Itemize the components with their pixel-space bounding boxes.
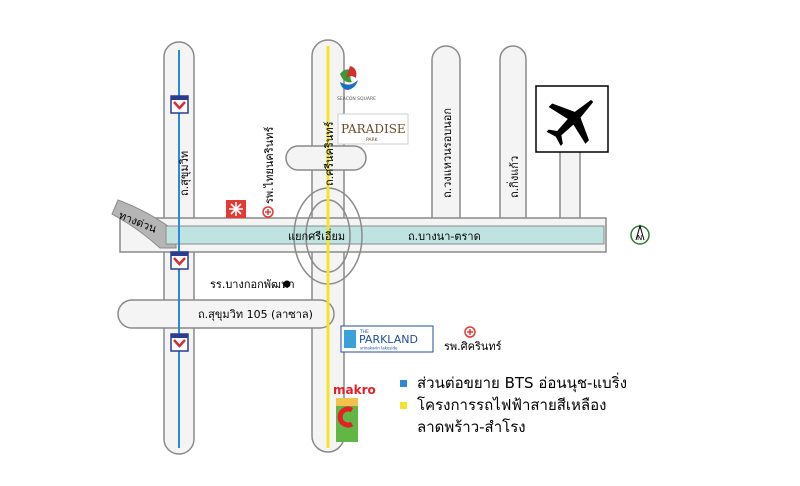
legend-label-bts: ส่วนต่อขยาย BTS อ่อนนุช-แบริ่ง [417, 374, 628, 392]
parkland-logo: THE PARKLAND srinakarin lakeside [340, 325, 434, 353]
airplane-icon [535, 85, 609, 153]
bts-station-icon [170, 251, 189, 270]
label-thai-nakarin-hospital: รพ.ไทยนครินทร์ [263, 127, 276, 204]
school-marker [283, 280, 291, 288]
makro-logo: makro [333, 383, 376, 442]
paradise-park-logo: PARADISE PARK [337, 113, 409, 145]
parkland-label: PARKLAND [359, 333, 418, 346]
north-compass-icon: N [630, 224, 650, 245]
label-sikarin-hospital: รพ.ศิครินทร์ [444, 340, 502, 353]
seacon-square-logo: SEACON SQUARE [337, 66, 376, 102]
label-bangna-trad: ถ.บางนา-ตราด [408, 230, 481, 243]
bts-station-icon [170, 333, 189, 352]
legend-item-bts: ส่วนต่อขยาย BTS อ่อนนุช-แบริ่ง [400, 372, 627, 394]
legend: ส่วนต่อขยาย BTS อ่อนนุช-แบริ่ง โครงการรถ… [400, 372, 627, 438]
label-king-kaew: ถ.กิ่งแก้ว [506, 156, 521, 198]
label-sukhumvit-105: ถ.สุขุมวิท 105 (ลาซาล) [198, 308, 313, 321]
legend-label-yellow-line: โครงการรถไฟฟ้าสายสีเหลือง ลาดพร้าว-สำโรง [417, 396, 607, 436]
label-bangna-wongwaen: ถ.วงแหวนรอบนอก [441, 108, 454, 198]
expressway-bangna-trad [165, 225, 605, 245]
bts-station-icon [170, 95, 189, 114]
expressway-ramp [111, 199, 177, 249]
road-paradise-side [285, 145, 367, 171]
label-sukhumvit: ถ.สุขุมวิท [178, 151, 191, 196]
label-srinakarin: ถ.ศรีนครินทร์ [323, 121, 336, 186]
hospital-cross-icon [262, 206, 274, 218]
paradise-label: PARADISE [341, 122, 406, 136]
road-king-kaew [499, 45, 527, 243]
legend-item-yellow-line: โครงการรถไฟฟ้าสายสีเหลือง ลาดพร้าว-สำโรง [400, 394, 627, 438]
label-intersection: แยกศรีเอี่ยม [288, 228, 345, 243]
compass-letter: N [637, 234, 642, 242]
legend-swatch-bts [400, 380, 407, 387]
legend-swatch-yellow [400, 402, 407, 409]
makro-label: makro [333, 383, 376, 397]
hospital-cross-icon [464, 326, 476, 338]
parkland-small: THE [359, 329, 369, 335]
road-sukhumvit-105 [117, 299, 335, 329]
label-school: รร.บางกอกพัฒนา [210, 278, 295, 291]
seacon-label: SEACON SQUARE [337, 96, 376, 102]
hospital-cross-icon [226, 200, 246, 218]
paradise-sub: PARK [366, 137, 379, 143]
parkland-sub: srinakarin lakeside [360, 346, 398, 351]
